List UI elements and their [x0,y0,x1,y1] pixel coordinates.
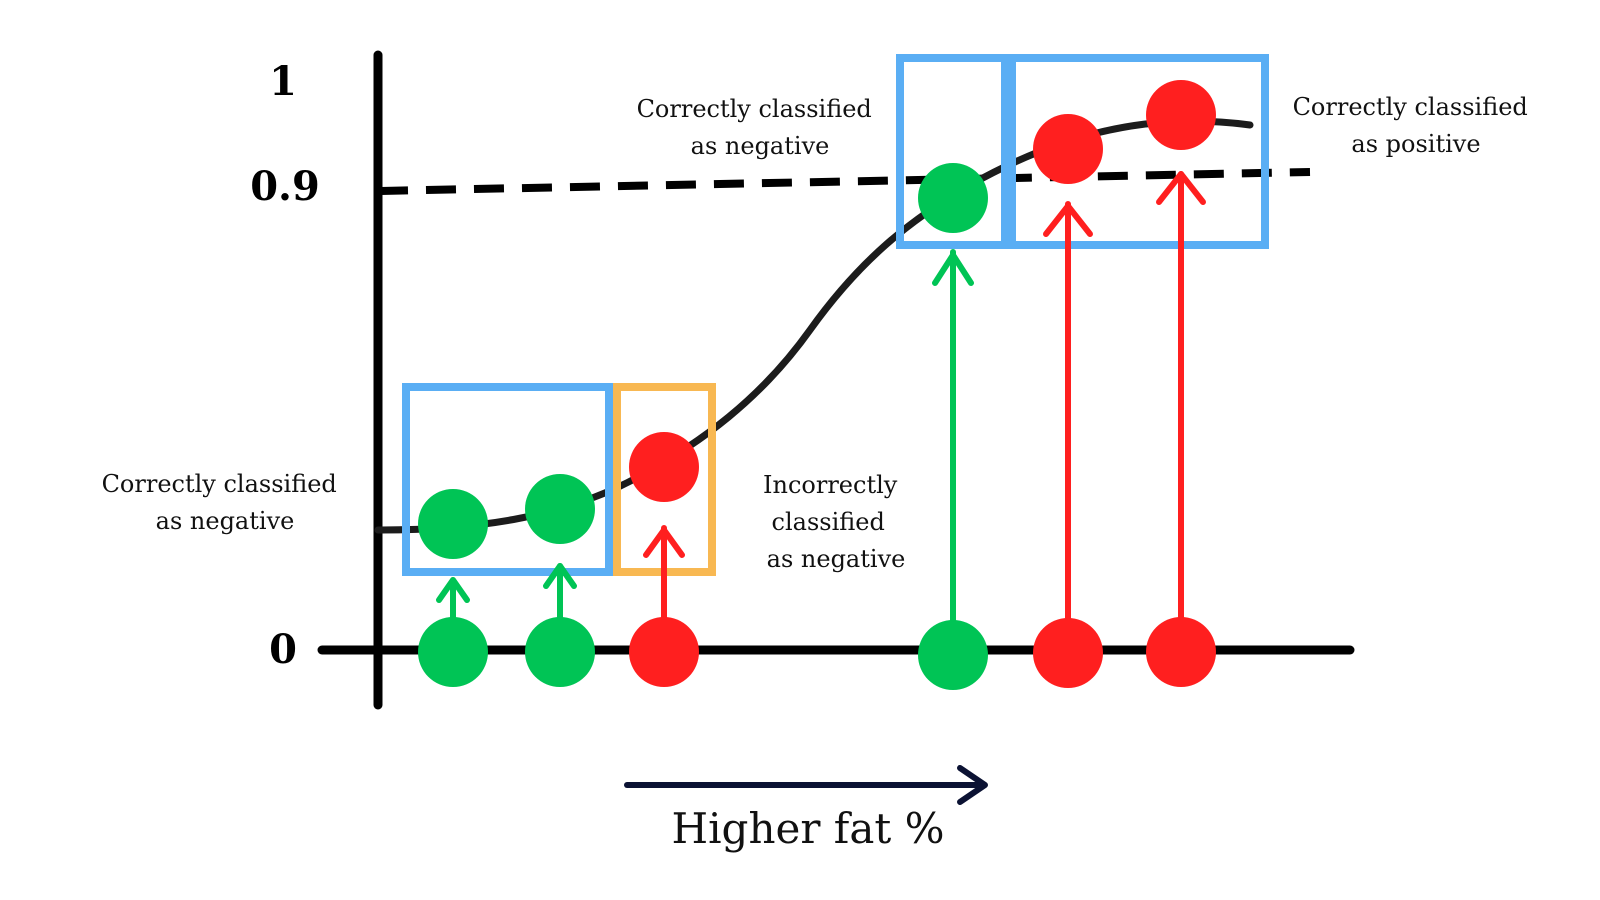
threshold-line [377,168,1311,195]
sample-dot-6-axis [1146,617,1216,687]
sample-dot-4-curve [918,163,988,233]
projection-arrow-1 [436,577,470,623]
projection-arrow-6 [1156,171,1206,628]
sample-dot-1-curve [418,489,488,559]
sample-dot-1-axis [418,617,488,687]
y-tick-1: 1 [269,58,297,105]
correct-positive-box [1008,54,1269,249]
sample-dot-2-curve [525,474,595,544]
sample-dot-4-axis [918,620,988,690]
sample-dot-3-axis [629,617,699,687]
projection-arrow-5 [1043,201,1093,628]
correct-negative-box-left [402,383,613,576]
projection-arrow-3 [643,525,685,623]
sample-dot-3-curve [629,432,699,502]
sample-dot-2-axis [525,617,595,687]
annotation-left-negative: Correctly classified as negative [102,470,345,535]
sample-dot-5-axis [1033,618,1103,688]
sample-dot-6-curve [1146,80,1216,150]
correct-negative-box-top [896,54,1009,249]
x-axis-label: Higher fat % [672,804,945,853]
projection-arrow-2 [543,563,577,623]
sample-dot-5-curve [1033,114,1103,184]
annotation-incorrect-negative: Incorrectly classified as negative [763,471,905,573]
annotation-top-positive: Correctly classified as positive [1293,93,1536,158]
projection-arrow-4 [932,249,974,628]
y-tick-0-9: 0.9 [250,163,320,210]
y-tick-0: 0 [269,626,297,673]
direction-arrow [624,765,988,805]
annotation-top-negative: Correctly classified as negative [637,95,880,160]
